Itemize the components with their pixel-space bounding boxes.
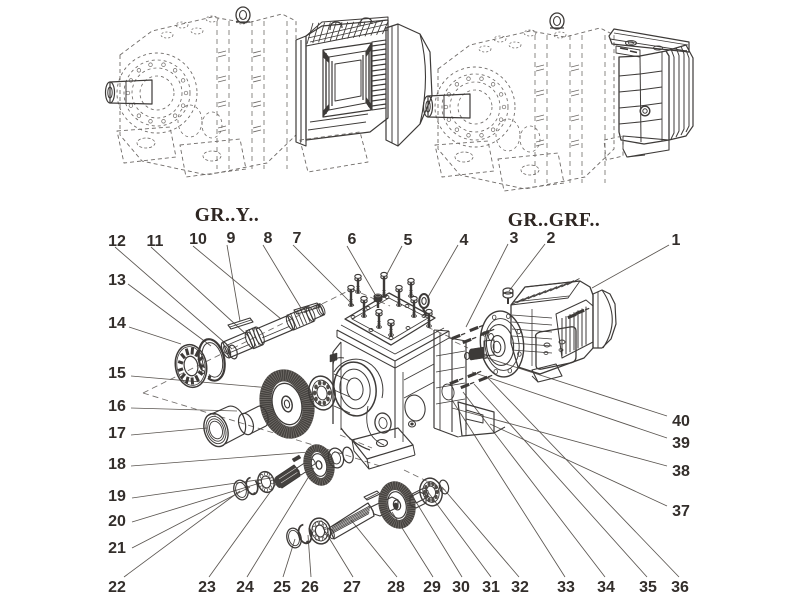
svg-text:39: 39 (672, 435, 690, 452)
svg-text:3: 3 (510, 230, 519, 247)
svg-text:31: 31 (482, 579, 500, 596)
svg-text:40: 40 (672, 413, 690, 430)
svg-text:21: 21 (108, 540, 126, 557)
svg-text:20: 20 (108, 513, 126, 530)
svg-text:22: 22 (108, 579, 126, 596)
svg-text:32: 32 (511, 579, 529, 596)
svg-text:23: 23 (198, 579, 216, 596)
svg-text:GR..GRF..: GR..GRF.. (508, 210, 601, 231)
svg-text:30: 30 (452, 579, 470, 596)
svg-text:10: 10 (189, 231, 207, 248)
svg-text:15: 15 (108, 365, 126, 382)
svg-text:35: 35 (639, 579, 657, 596)
svg-text:1: 1 (672, 232, 681, 249)
svg-text:34: 34 (597, 579, 615, 596)
svg-text:13: 13 (108, 272, 126, 289)
svg-text:7: 7 (293, 230, 302, 247)
svg-text:4: 4 (460, 232, 469, 249)
svg-text:5: 5 (404, 232, 413, 249)
svg-text:9: 9 (227, 230, 236, 247)
svg-text:11: 11 (147, 233, 164, 250)
svg-text:2: 2 (547, 230, 556, 247)
svg-text:8: 8 (264, 230, 273, 247)
svg-text:14: 14 (108, 315, 126, 332)
svg-text:16: 16 (108, 398, 126, 415)
svg-text:33: 33 (557, 579, 575, 596)
svg-text:18: 18 (108, 456, 126, 473)
svg-text:6: 6 (348, 231, 357, 248)
svg-text:38: 38 (672, 463, 690, 480)
svg-text:27: 27 (343, 579, 361, 596)
svg-text:19: 19 (108, 488, 126, 505)
svg-text:26: 26 (301, 579, 319, 596)
svg-text:GR..Y..: GR..Y.. (195, 205, 260, 226)
svg-text:17: 17 (108, 425, 126, 442)
svg-text:12: 12 (108, 233, 126, 250)
svg-text:28: 28 (387, 579, 405, 596)
svg-text:25: 25 (273, 579, 291, 596)
svg-text:37: 37 (672, 503, 690, 520)
svg-text:24: 24 (236, 579, 254, 596)
svg-text:36: 36 (671, 579, 689, 596)
svg-text:29: 29 (423, 579, 441, 596)
